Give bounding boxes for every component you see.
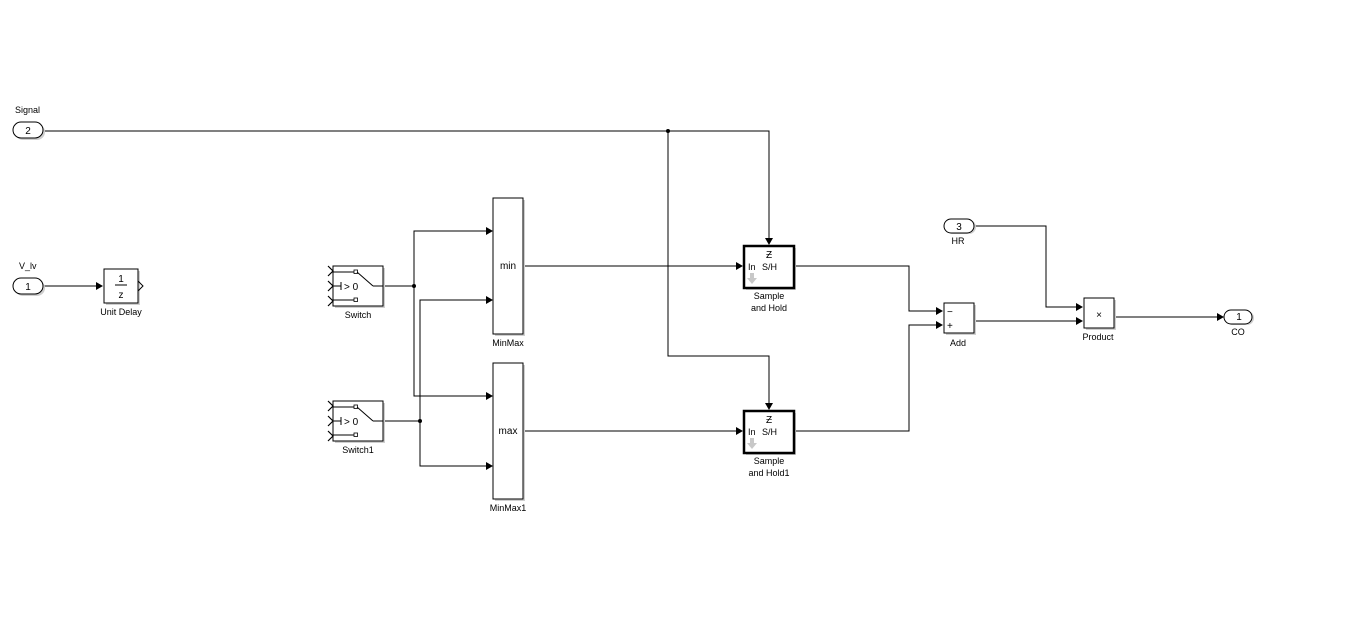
inport-hr-shape[interactable] xyxy=(943,218,975,234)
branch-point xyxy=(412,284,416,288)
arrow-icon xyxy=(1076,303,1083,311)
block-switch1[interactable]: > 0 Switch1 xyxy=(327,400,385,455)
switch-label: Switch xyxy=(345,310,372,320)
block-product[interactable]: × Product xyxy=(1082,297,1116,342)
sample-hold-label-line1: Sample xyxy=(754,291,785,301)
inport-hr-number: 3 xyxy=(956,222,962,233)
block-sample-and-hold[interactable]: Ƶ In S/H Sample and Hold xyxy=(742,244,796,313)
line-hr-to-product[interactable] xyxy=(974,225,1078,308)
arrow-icon xyxy=(96,282,103,290)
arrow-icon xyxy=(736,427,743,435)
add-box[interactable] xyxy=(943,302,975,334)
output-port-chevron-icon xyxy=(137,280,144,292)
inport-signal-shape[interactable] xyxy=(12,121,44,139)
block-switch[interactable]: > 0 Switch xyxy=(327,265,385,320)
outport-co-shape[interactable] xyxy=(1223,309,1253,325)
inport-signal[interactable]: Signal 2 xyxy=(12,105,45,140)
switch1-threshold: > 0 xyxy=(344,417,359,428)
minmax1-label: MinMax1 xyxy=(490,503,527,513)
line-switch1-to-minmax1-in2[interactable] xyxy=(419,421,488,467)
inport-v-lv[interactable]: V_lv 1 xyxy=(12,261,45,296)
outport-co-label: CO xyxy=(1231,327,1245,337)
sample-hold1-sh-label: S/H xyxy=(762,427,777,437)
sample-hold1-label-line1: Sample xyxy=(754,456,785,466)
switch-threshold: > 0 xyxy=(344,282,359,293)
arrow-icon xyxy=(736,262,743,270)
trigger-edge-icon: Ƶ xyxy=(766,415,772,426)
block-sample-and-hold1[interactable]: Ƶ In S/H Sample and Hold1 xyxy=(742,409,796,478)
line-signal-to-sh1-trigger[interactable] xyxy=(667,131,770,405)
product-label: Product xyxy=(1082,332,1114,342)
line-switch-to-minmax-in1[interactable] xyxy=(413,230,488,286)
add-sign-plus: + xyxy=(947,321,953,332)
sample-hold1-in-label: In xyxy=(748,427,756,437)
unit-delay-numerator: 1 xyxy=(118,274,124,285)
input-port-chevron-icon xyxy=(327,265,334,307)
arrow-icon xyxy=(486,392,493,400)
arrow-icon xyxy=(1217,313,1224,321)
arrow-icon xyxy=(486,227,493,235)
unit-delay-label: Unit Delay xyxy=(100,307,142,317)
product-box[interactable] xyxy=(1083,297,1115,329)
unit-delay-box[interactable] xyxy=(103,268,139,304)
line-switch-to-minmax1-in1[interactable] xyxy=(413,286,488,397)
minmax1-function: max xyxy=(499,426,518,437)
sample-hold-label-line2: and Hold xyxy=(751,303,787,313)
branch-point xyxy=(418,419,422,423)
outport-co[interactable]: 1 CO xyxy=(1223,309,1254,337)
signal-lines xyxy=(44,129,1219,467)
block-add[interactable]: − + Add xyxy=(943,302,976,348)
minmax1-box[interactable] xyxy=(492,362,524,500)
line-sh-to-add-minus[interactable] xyxy=(795,265,938,312)
line-signal-to-sh-trigger[interactable] xyxy=(44,130,770,240)
inport-signal-number: 2 xyxy=(25,126,31,137)
unit-delay-denominator: z xyxy=(119,290,124,301)
block-minmax[interactable]: min MinMax xyxy=(492,197,525,348)
inport-signal-label: Signal xyxy=(15,105,40,115)
arrow-icon xyxy=(936,321,943,329)
down-arrow-icon xyxy=(747,438,757,449)
arrowheads xyxy=(96,227,1224,470)
block-minmax1[interactable]: max MinMax1 xyxy=(490,362,527,513)
minmax-box[interactable] xyxy=(492,197,524,335)
arrow-icon xyxy=(936,307,943,315)
line-sh1-to-add-plus[interactable] xyxy=(795,324,938,432)
input-port-chevron-icon xyxy=(327,400,334,442)
outport-co-number: 1 xyxy=(1236,312,1242,323)
arrow-icon xyxy=(765,403,773,410)
down-arrow-icon xyxy=(747,273,757,284)
add-label: Add xyxy=(950,338,966,348)
sample-hold1-label-line2: and Hold1 xyxy=(748,468,789,478)
add-sign-minus: − xyxy=(947,307,953,318)
product-symbol: × xyxy=(1096,310,1102,321)
sample-hold-in-label: In xyxy=(748,262,756,272)
minmax-function: min xyxy=(500,261,516,272)
inport-v-lv-number: 1 xyxy=(25,282,31,293)
arrow-icon xyxy=(1076,317,1083,325)
arrow-icon xyxy=(765,238,773,245)
arrow-icon xyxy=(486,462,493,470)
minmax-label: MinMax xyxy=(492,338,524,348)
inport-hr-label: HR xyxy=(952,236,965,246)
arrow-icon xyxy=(486,296,493,304)
line-switch1-to-minmax-in2[interactable] xyxy=(419,299,488,421)
inport-v-lv-label: V_lv xyxy=(19,261,37,271)
branch-point xyxy=(666,129,670,133)
inport-v-lv-shape[interactable] xyxy=(12,277,44,295)
sample-hold-sh-label: S/H xyxy=(762,262,777,272)
block-unit-delay[interactable]: 1 z Unit Delay xyxy=(100,268,144,317)
inport-hr[interactable]: 3 HR xyxy=(943,218,976,246)
trigger-edge-icon: Ƶ xyxy=(766,250,772,261)
switch1-label: Switch1 xyxy=(342,445,374,455)
